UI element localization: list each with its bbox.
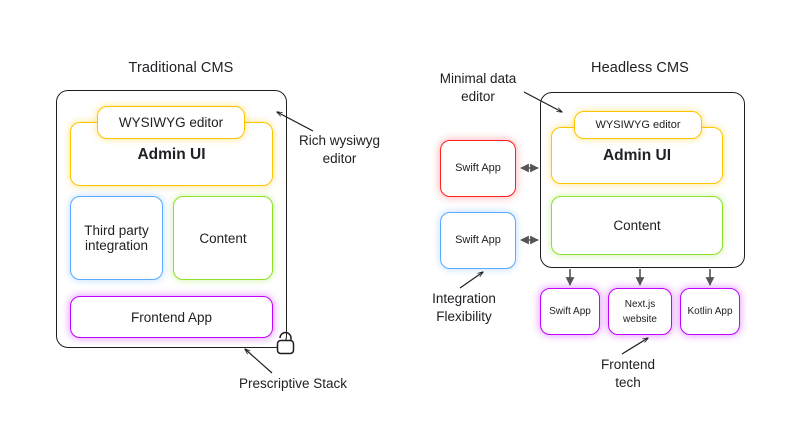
integration-flexibility-callout: Integration Flexibility (414, 290, 514, 326)
headless-cms-title: Headless CMS (591, 60, 689, 76)
minimal-data-editor-line2: editor (461, 89, 495, 104)
frontend-app-box: Frontend App (70, 296, 273, 338)
headless-admin-ui-label: Admin UI (602, 147, 672, 164)
frontend-nextjs-box: Next.js website (608, 288, 672, 335)
frontend-swift-app-label: Swift App (549, 306, 591, 317)
headless-content-label: Content (613, 218, 661, 233)
traditional-content-box: Content (173, 196, 273, 280)
swift-app-red-box: Swift App (440, 140, 516, 197)
traditional-wysiwyg-box: WYSIWYG editor (97, 106, 245, 139)
prescriptive-stack-callout: Prescriptive Stack (228, 375, 358, 393)
frontend-tech-callout: Frontend tech (588, 356, 668, 392)
frontend-nextjs-label: Next.js website (623, 298, 657, 325)
swift-app-red-label: Swift App (455, 162, 501, 174)
swift-app-blue-box: Swift App (440, 212, 516, 269)
third-party-integration-label: Third party integration (84, 223, 149, 253)
headless-wysiwyg-box: WYSIWYG editor (574, 111, 702, 139)
rich-wysiwyg-callout-line2: editor (322, 151, 357, 166)
frontend-kotlin-box: Kotlin App (680, 288, 740, 335)
frontend-tech-line1: Frontend (600, 357, 656, 372)
integration-flexibility-line1: Integration (432, 291, 496, 306)
prescriptive-stack-callout-text: Prescriptive Stack (238, 376, 348, 391)
frontend-app-label: Frontend App (130, 309, 213, 325)
minimal-data-editor-line1: Minimal data (439, 71, 517, 86)
headless-content-box: Content (551, 196, 723, 255)
frontend-tech-line2: tech (615, 375, 641, 390)
frontend-swift-app-box: Swift App (540, 288, 600, 335)
third-party-integration-box: Third party integration (70, 196, 163, 280)
traditional-admin-ui-label: Admin UI (137, 145, 206, 163)
traditional-cms-title: Traditional CMS (128, 60, 234, 76)
integration-flexibility-arrow (459, 272, 483, 289)
swift-app-blue-label: Swift App (455, 234, 501, 246)
integration-flexibility-line2: Flexibility (436, 309, 492, 324)
rich-wysiwyg-callout-line1: Rich wysiwyg (298, 133, 380, 148)
prescriptive-stack-arrow (245, 349, 273, 374)
traditional-wysiwyg-label: WYSIWYG editor (118, 115, 224, 130)
traditional-content-label: Content (199, 230, 247, 246)
frontend-kotlin-label: Kotlin App (687, 306, 733, 317)
rich-wysiwyg-callout: Rich wysiwyg editor (292, 132, 387, 168)
headless-wysiwyg-label: WYSIWYG editor (595, 118, 681, 131)
frontend-tech-arrow (621, 338, 648, 355)
minimal-data-editor-callout: Minimal data editor (428, 70, 528, 106)
